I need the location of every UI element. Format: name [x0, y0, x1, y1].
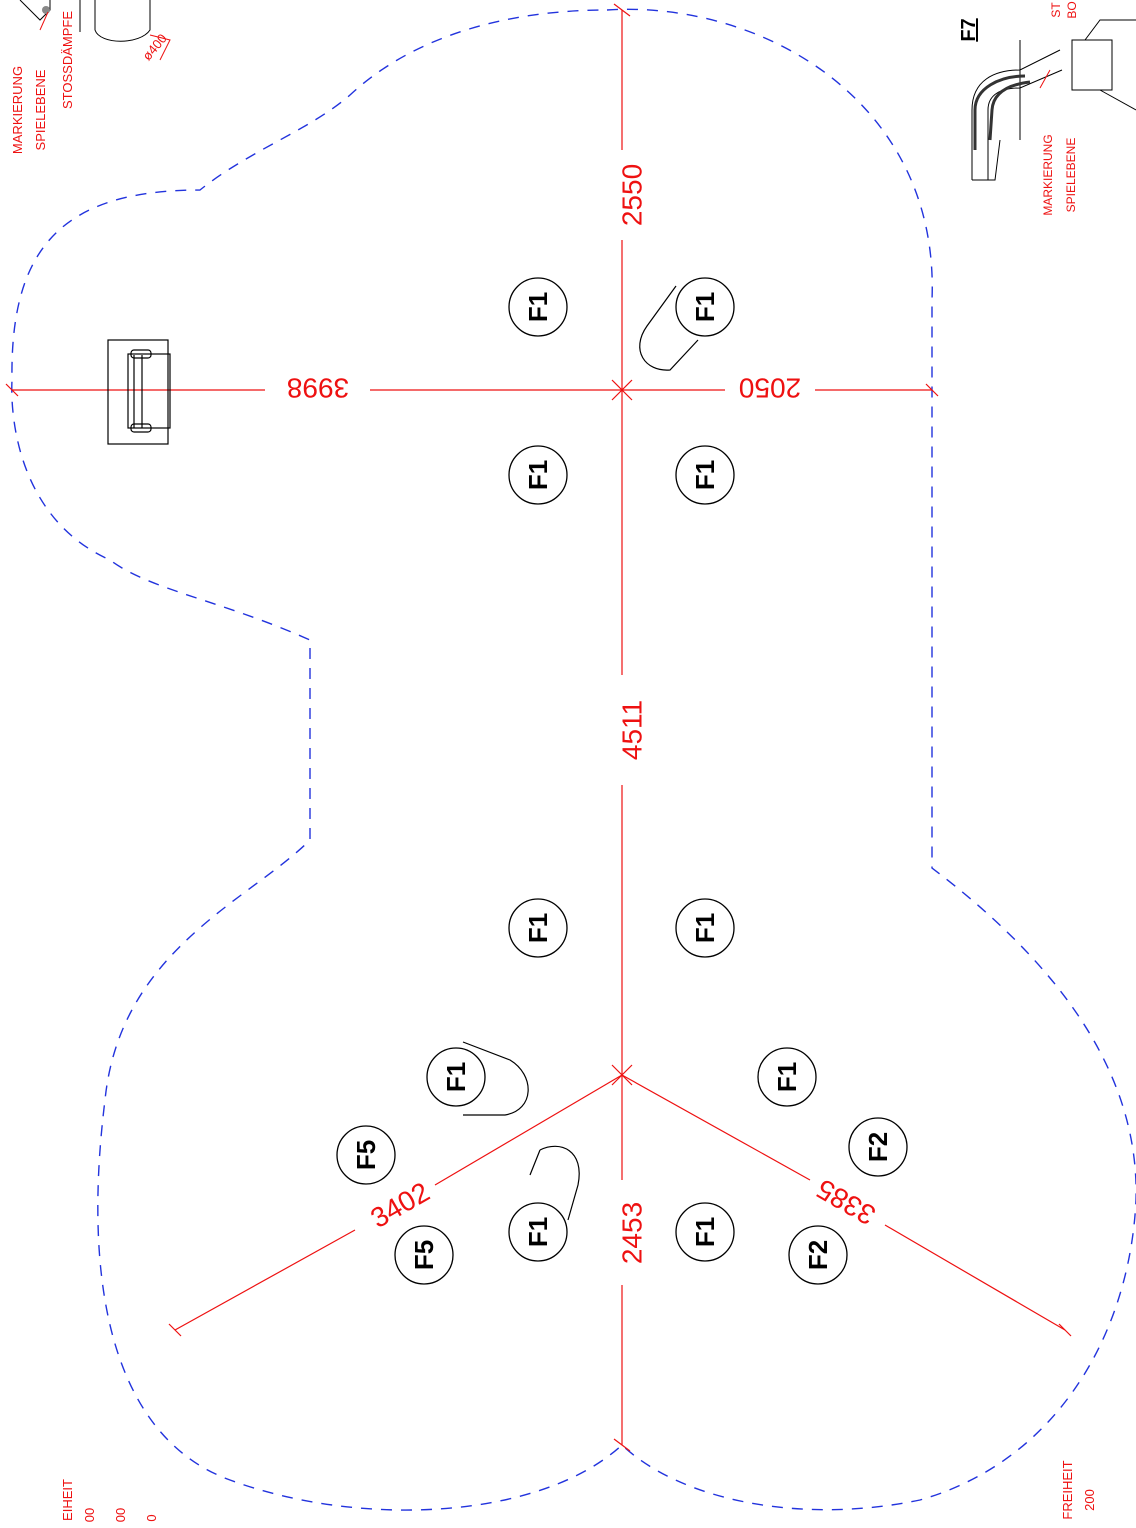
marker-f1-9: F1: [508, 1202, 568, 1262]
detail-top-left: MARKIERUNG SPIELEBENE STOSSDÄMPFE ø400: [10, 0, 171, 154]
dimension-label-4511: 4511: [617, 700, 648, 760]
dimension-label-3385: 3385: [811, 1173, 880, 1231]
bottom-right-line2: 200: [1082, 1489, 1097, 1511]
bottom-left-note: EIHEIT 00 00 0: [60, 1479, 159, 1522]
dimension-label-2550: 2550: [617, 164, 648, 226]
dimension-label-3998: 3998: [287, 373, 349, 404]
bottom-right-line1: FREIHEIT: [1060, 1460, 1075, 1519]
svg-text:F2: F2: [803, 1240, 833, 1270]
svg-text:F1: F1: [523, 1217, 553, 1247]
detail-left-label-stossdaempfer: STOSSDÄMPFE: [60, 11, 75, 109]
dimension-line-diagonal-left-b: [174, 1229, 356, 1331]
svg-text:F1: F1: [690, 913, 720, 943]
bottom-left-line3: 00: [113, 1508, 128, 1522]
detail-left-label-spielebene: SPIELEBENE: [33, 69, 48, 150]
markers: F1 F1 F1 F1 F1 F1 F1 F1 F1 F1 F5 F5 F2 F…: [336, 277, 908, 1285]
dimension-line-diagonal-right-b: [884, 1224, 1066, 1331]
equipment-block: [107, 339, 171, 445]
marker-f1-8: F1: [757, 1047, 817, 1107]
detail-right-label-spielebene: SPIELEBENE: [1064, 138, 1078, 213]
detail-right-label-bo: BO: [1065, 1, 1079, 18]
marker-f5-2: F5: [394, 1225, 454, 1285]
marker-f1-5: F1: [508, 898, 568, 958]
marker-f2-1: F2: [848, 1117, 908, 1177]
svg-text:F5: F5: [351, 1140, 381, 1170]
bottom-right-note: FREIHEIT 200: [1060, 1460, 1097, 1519]
svg-text:F5: F5: [409, 1240, 439, 1270]
svg-text:F1: F1: [523, 460, 553, 490]
dimension-line-diagonal-left-a: [434, 1074, 623, 1186]
svg-text:F1: F1: [441, 1062, 471, 1092]
marker-f1-10: F1: [675, 1202, 735, 1262]
detail-top-right: F7 MARKIERUNG SPIELEBENE ST BO: [958, 1, 1136, 216]
dimension-label-3402: 3402: [365, 1176, 434, 1234]
marker-f1-1: F1: [508, 277, 568, 337]
bottom-left-line1: EIHEIT: [60, 1479, 75, 1521]
detail-right-label-st: ST: [1049, 2, 1063, 18]
svg-text:F2: F2: [863, 1132, 893, 1162]
marker-f1-3: F1: [508, 445, 568, 505]
marker-f2-2: F2: [788, 1225, 848, 1285]
dimension-line-diagonal-right-a: [621, 1074, 811, 1181]
safety-zone-boundary: [11, 8, 1136, 1511]
dimension-label-2050: 2050: [739, 373, 801, 404]
svg-text:F1: F1: [523, 913, 553, 943]
bottom-left-line4: 0: [144, 1514, 159, 1521]
svg-text:F1: F1: [772, 1062, 802, 1092]
svg-text:F1: F1: [690, 1217, 720, 1247]
dimension-lines: [5, 3, 1072, 1452]
detail-title-f7: F7: [958, 18, 980, 41]
cylinder-outlines: [462, 285, 699, 1221]
marker-f1-7: F1: [426, 1047, 486, 1107]
svg-text:F1: F1: [690, 460, 720, 490]
bottom-left-line2: 00: [82, 1508, 97, 1522]
detail-left-label-markierung: MARKIERUNG: [10, 66, 25, 154]
marker-f1-6: F1: [675, 898, 735, 958]
marker-f1-4: F1: [675, 445, 735, 505]
svg-text:F1: F1: [690, 292, 720, 322]
detail-right-label-markierung: MARKIERUNG: [1041, 134, 1055, 215]
marker-f5-1: F5: [336, 1125, 396, 1185]
marker-f1-2: F1: [675, 277, 735, 337]
dimension-label-2453: 2453: [617, 1202, 648, 1264]
svg-text:F1: F1: [523, 292, 553, 322]
